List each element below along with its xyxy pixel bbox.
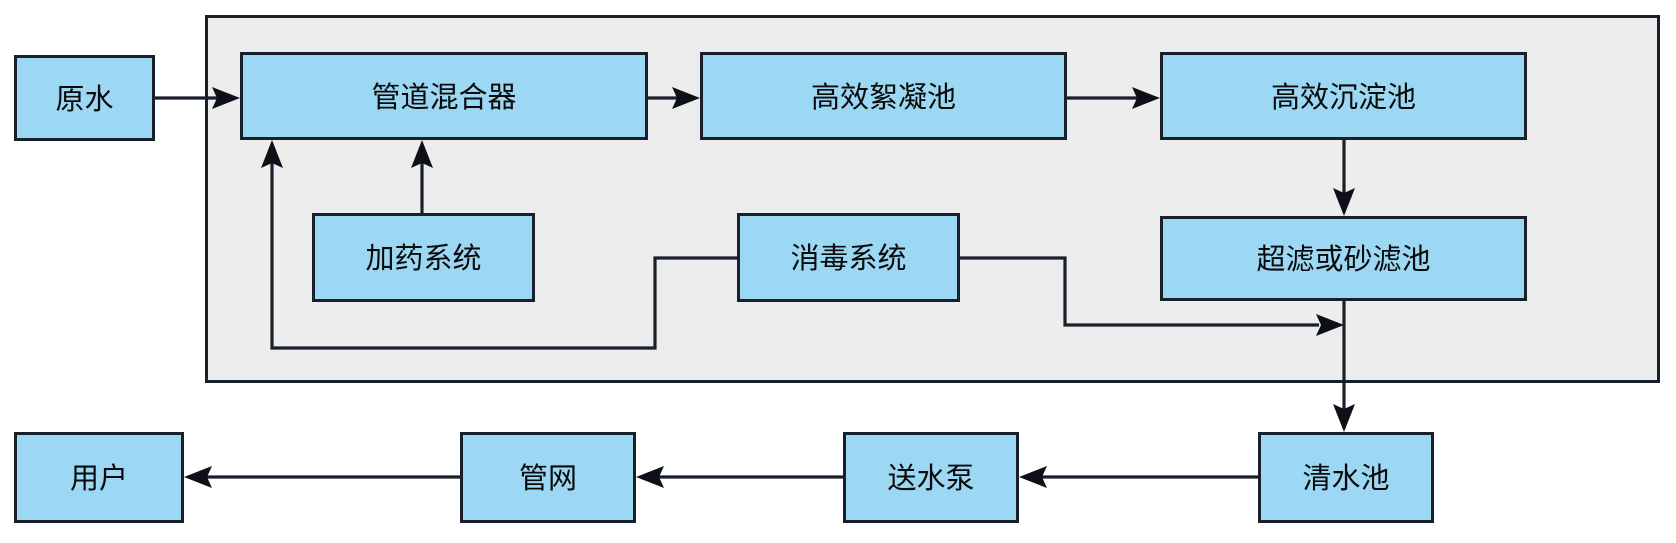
edge-sedimentation-to-filtration bbox=[1333, 140, 1355, 216]
node-disinfection[interactable]: 消毒系统 bbox=[737, 213, 960, 302]
node-clear-water-tank[interactable]: 清水池 bbox=[1258, 432, 1434, 523]
node-flocculation[interactable]: 高效絮凝池 bbox=[700, 52, 1067, 140]
node-end-user[interactable]: 用户 bbox=[14, 432, 184, 523]
node-filtration[interactable]: 超滤或砂滤池 bbox=[1160, 216, 1527, 301]
edge-clear-water-to-pump bbox=[1019, 466, 1258, 488]
node-water-pump[interactable]: 送水泵 bbox=[843, 432, 1019, 523]
node-sedimentation[interactable]: 高效沉淀池 bbox=[1160, 52, 1527, 140]
edge-dosing-to-mixer bbox=[411, 140, 433, 213]
node-raw-water[interactable]: 原水 bbox=[14, 55, 155, 141]
edge-raw-water-to-mixer bbox=[155, 87, 240, 109]
edge-network-to-user bbox=[184, 466, 460, 488]
edge-disinfection-to-mixer bbox=[261, 140, 737, 350]
node-pipe-mixer[interactable]: 管道混合器 bbox=[240, 52, 648, 140]
edge-flocculation-to-sedimentation bbox=[1067, 87, 1160, 109]
node-pipe-network[interactable]: 管网 bbox=[460, 432, 636, 523]
edge-pump-to-network bbox=[636, 466, 843, 488]
node-dosing-system[interactable]: 加药系统 bbox=[312, 213, 535, 302]
edge-disinfection-to-filtration bbox=[960, 256, 1344, 336]
edge-mixer-to-flocculation bbox=[648, 87, 700, 109]
edge-filtration-to-clear-water bbox=[1333, 301, 1355, 432]
